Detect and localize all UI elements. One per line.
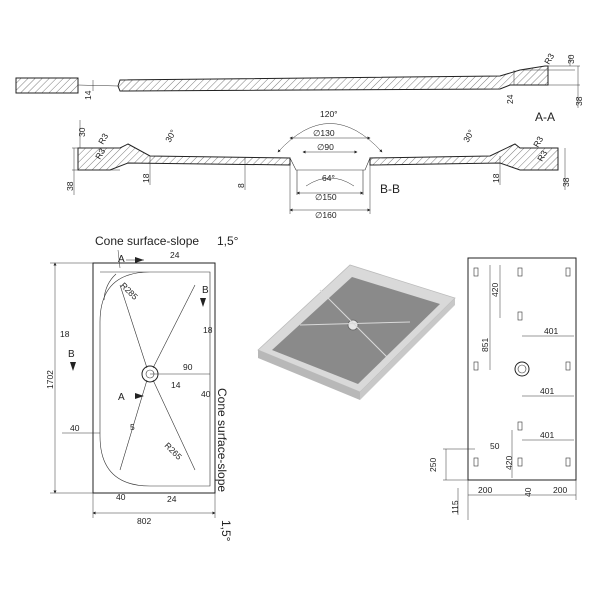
dim-bottom-250: 250 xyxy=(428,458,438,472)
dim-plan-r265: R265 xyxy=(163,440,185,462)
dim-a-r3: R3 xyxy=(542,51,556,66)
section-b-b-drain xyxy=(289,157,371,171)
dim-plan-802: 802 xyxy=(137,516,151,526)
label-b-left: B xyxy=(68,349,75,360)
dim-plan-40-left: 40 xyxy=(70,423,80,433)
dim-b-r3-lower-right: R3 xyxy=(535,148,549,163)
dim-b-8: 8 xyxy=(236,183,246,188)
bottom-outline xyxy=(467,257,577,481)
dim-plan-18-right: 18 xyxy=(203,325,213,335)
dim-bottom-851: 851 xyxy=(480,338,490,352)
dim-b-d130: ∅130 xyxy=(313,128,335,138)
dim-bottom-401-a: 401 xyxy=(544,326,558,336)
note-cone-slope-side-value: 1,5° xyxy=(219,520,233,542)
dim-bottom-420-top: 420 xyxy=(490,283,500,297)
note-cone-slope-top-value: 1,5° xyxy=(217,234,239,248)
dim-b-r3-lower-left: R3 xyxy=(93,146,107,161)
dim-b-38-left: 38 xyxy=(65,181,75,191)
dim-a-14: 14 xyxy=(83,90,93,100)
section-b-b-label: B-B xyxy=(380,182,400,196)
dim-plan-24-top: 24 xyxy=(170,250,180,260)
dim-bottom-50: 50 xyxy=(490,441,500,451)
label-a-mid: A xyxy=(118,392,125,403)
dim-b-r3-left: R3 xyxy=(96,131,110,146)
dim-b-38-right: 38 xyxy=(561,177,571,187)
dim-b-30deg-left: 30° xyxy=(163,128,178,144)
dim-b-30: 30 xyxy=(77,127,87,137)
dim-b-64: 64° xyxy=(322,173,335,183)
section-b-b-right-profile xyxy=(369,143,559,171)
label-b-right: B xyxy=(202,285,209,296)
dim-b-d150: ∅150 xyxy=(315,192,337,202)
tray-front-edge xyxy=(258,350,360,400)
dim-b-18-right: 18 xyxy=(491,173,501,183)
dim-a-38: 38 xyxy=(574,96,584,106)
dim-bottom-200-right: 200 xyxy=(553,485,567,495)
section-a-a: 14 30 R3 24 38 A-A xyxy=(15,51,584,124)
dim-b-r3-right: R3 xyxy=(531,134,545,149)
dim-b-d90: ∅90 xyxy=(317,142,334,152)
dim-b-d160: ∅160 xyxy=(315,210,337,220)
dim-bottom-401-c: 401 xyxy=(540,430,554,440)
dim-plan-90: 90 xyxy=(183,362,193,372)
section-marker-a-mid-icon xyxy=(135,393,144,399)
dim-plan-40-right: 40 xyxy=(201,389,211,399)
section-a-a-left-piece xyxy=(15,77,79,94)
section-a-a-label: A-A xyxy=(535,110,555,124)
tray-recess xyxy=(272,277,440,384)
dim-plan-24-bottom: 24 xyxy=(167,494,177,504)
dim-a-24: 24 xyxy=(505,94,515,104)
bottom-view: 420 851 401 401 401 50 420 250 200 40 20… xyxy=(428,257,577,520)
label-a-top: A xyxy=(118,254,125,265)
section-a-a-break-line xyxy=(77,84,119,87)
dim-a-30: 30 xyxy=(566,54,576,64)
dim-bottom-420-bottom: 420 xyxy=(504,456,514,470)
plan-view: 1702 802 Cone surface-slope 1,5° Cone su… xyxy=(45,234,239,542)
dim-b-120: 120° xyxy=(320,109,338,119)
slope-line xyxy=(119,284,148,369)
section-marker-b-right-icon xyxy=(200,298,206,307)
section-b-b: 120° ∅130 ∅90 64° ∅150 ∅160 30 R3 R3 30°… xyxy=(65,109,571,220)
note-cone-slope-top: Cone surface-slope xyxy=(95,234,199,248)
dim-plan-1702: 1702 xyxy=(45,370,55,389)
tray-outline xyxy=(92,262,216,494)
section-a-a-profile xyxy=(117,65,549,92)
dim-b-30deg-right: 30° xyxy=(461,128,476,144)
dim-bottom-401-b: 401 xyxy=(540,386,554,396)
dim-plan-14: 14 xyxy=(171,380,181,390)
note-cone-slope-side: Cone surface-slope xyxy=(215,388,229,492)
dim-bottom-40: 40 xyxy=(523,487,533,497)
tray-inner-outline xyxy=(99,271,211,487)
bottom-drain xyxy=(514,361,530,377)
tray-side-edge xyxy=(360,298,455,400)
tray-3d-drain xyxy=(347,319,359,331)
dim-b-18-left: 18 xyxy=(141,173,151,183)
dim-bottom-115: 115 xyxy=(450,500,460,514)
support-foot xyxy=(473,267,479,277)
dim-plan-18-left: 18 xyxy=(60,329,70,339)
dim-bottom-200-left: 200 xyxy=(478,485,492,495)
section-marker-b-left-icon xyxy=(70,362,76,371)
tray-3d-render xyxy=(257,264,456,400)
dim-plan-5: 5 xyxy=(130,422,135,432)
dim-plan-40-bottom: 40 xyxy=(116,492,126,502)
